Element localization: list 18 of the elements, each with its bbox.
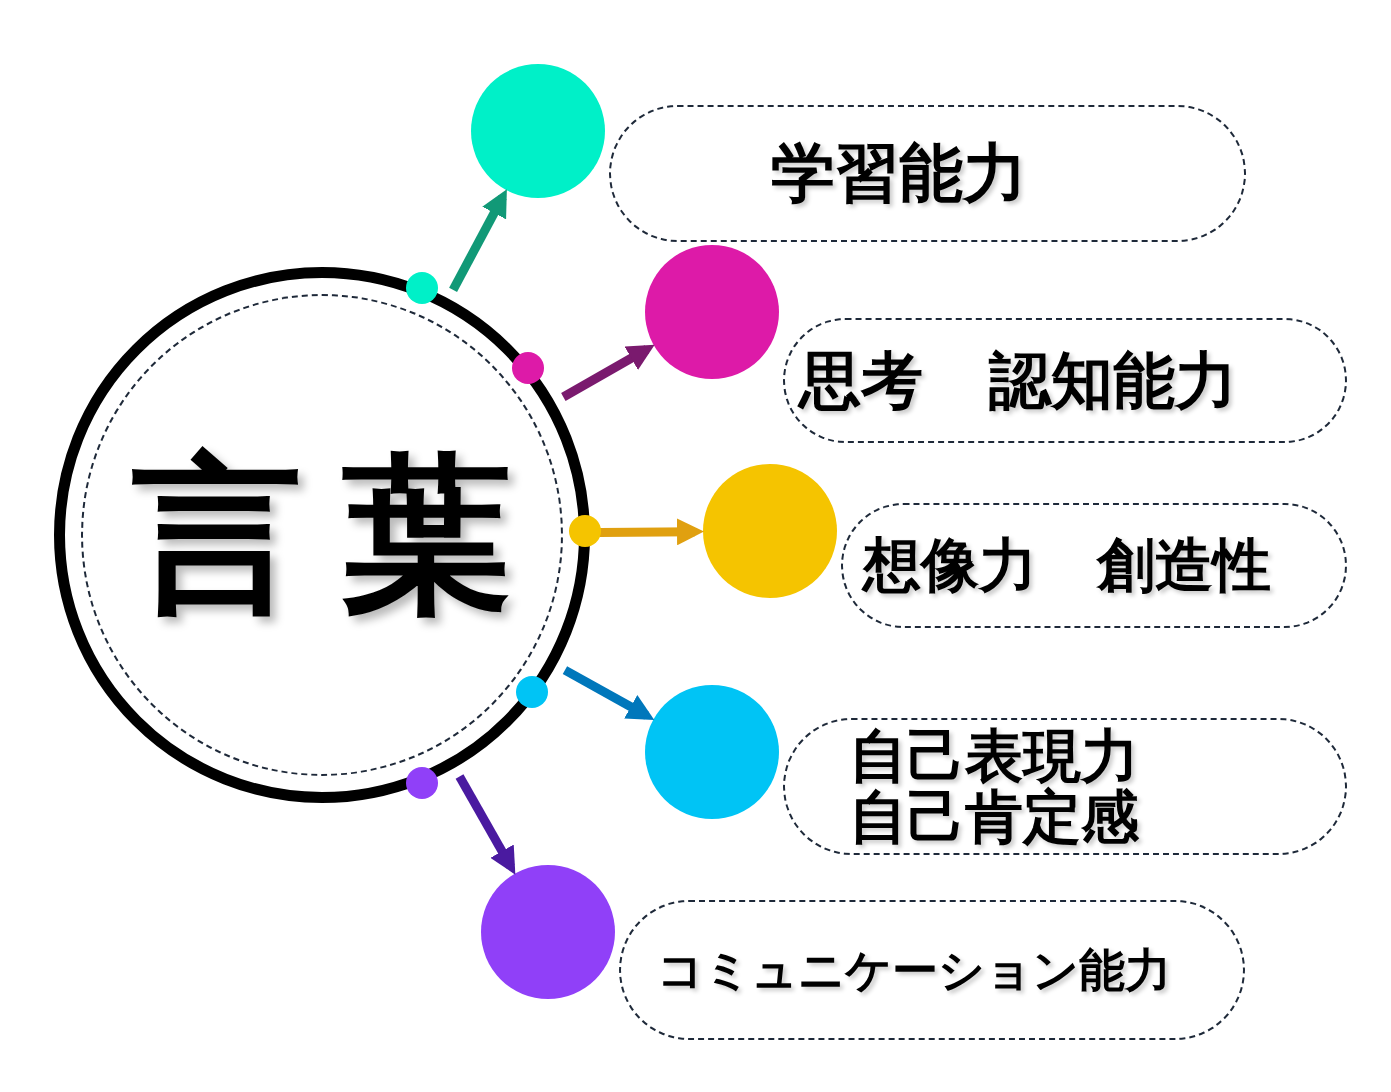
arrow xyxy=(561,344,655,401)
arrow xyxy=(449,189,507,292)
arrow xyxy=(455,774,516,875)
dashed-pill xyxy=(609,105,1246,242)
skill-label: コミュニケーション能力 xyxy=(657,945,1171,995)
dashed-pill xyxy=(783,318,1347,443)
dashed-pill xyxy=(783,718,1347,855)
skill-label: 学習能力 xyxy=(771,139,1027,208)
skill-label: 認知能力 xyxy=(989,347,1237,414)
arrow xyxy=(599,518,704,546)
skill-label: 自己肯定感 xyxy=(849,786,1140,848)
skill-label: 創造性 xyxy=(1097,535,1271,596)
dashed-pill xyxy=(841,503,1347,628)
arrow xyxy=(562,666,655,720)
skill-label: 思考 xyxy=(799,347,923,414)
skill-label: 想像力 xyxy=(863,535,1037,596)
skill-label: 自己表現力 xyxy=(849,725,1140,787)
dashed-pill xyxy=(619,900,1245,1040)
